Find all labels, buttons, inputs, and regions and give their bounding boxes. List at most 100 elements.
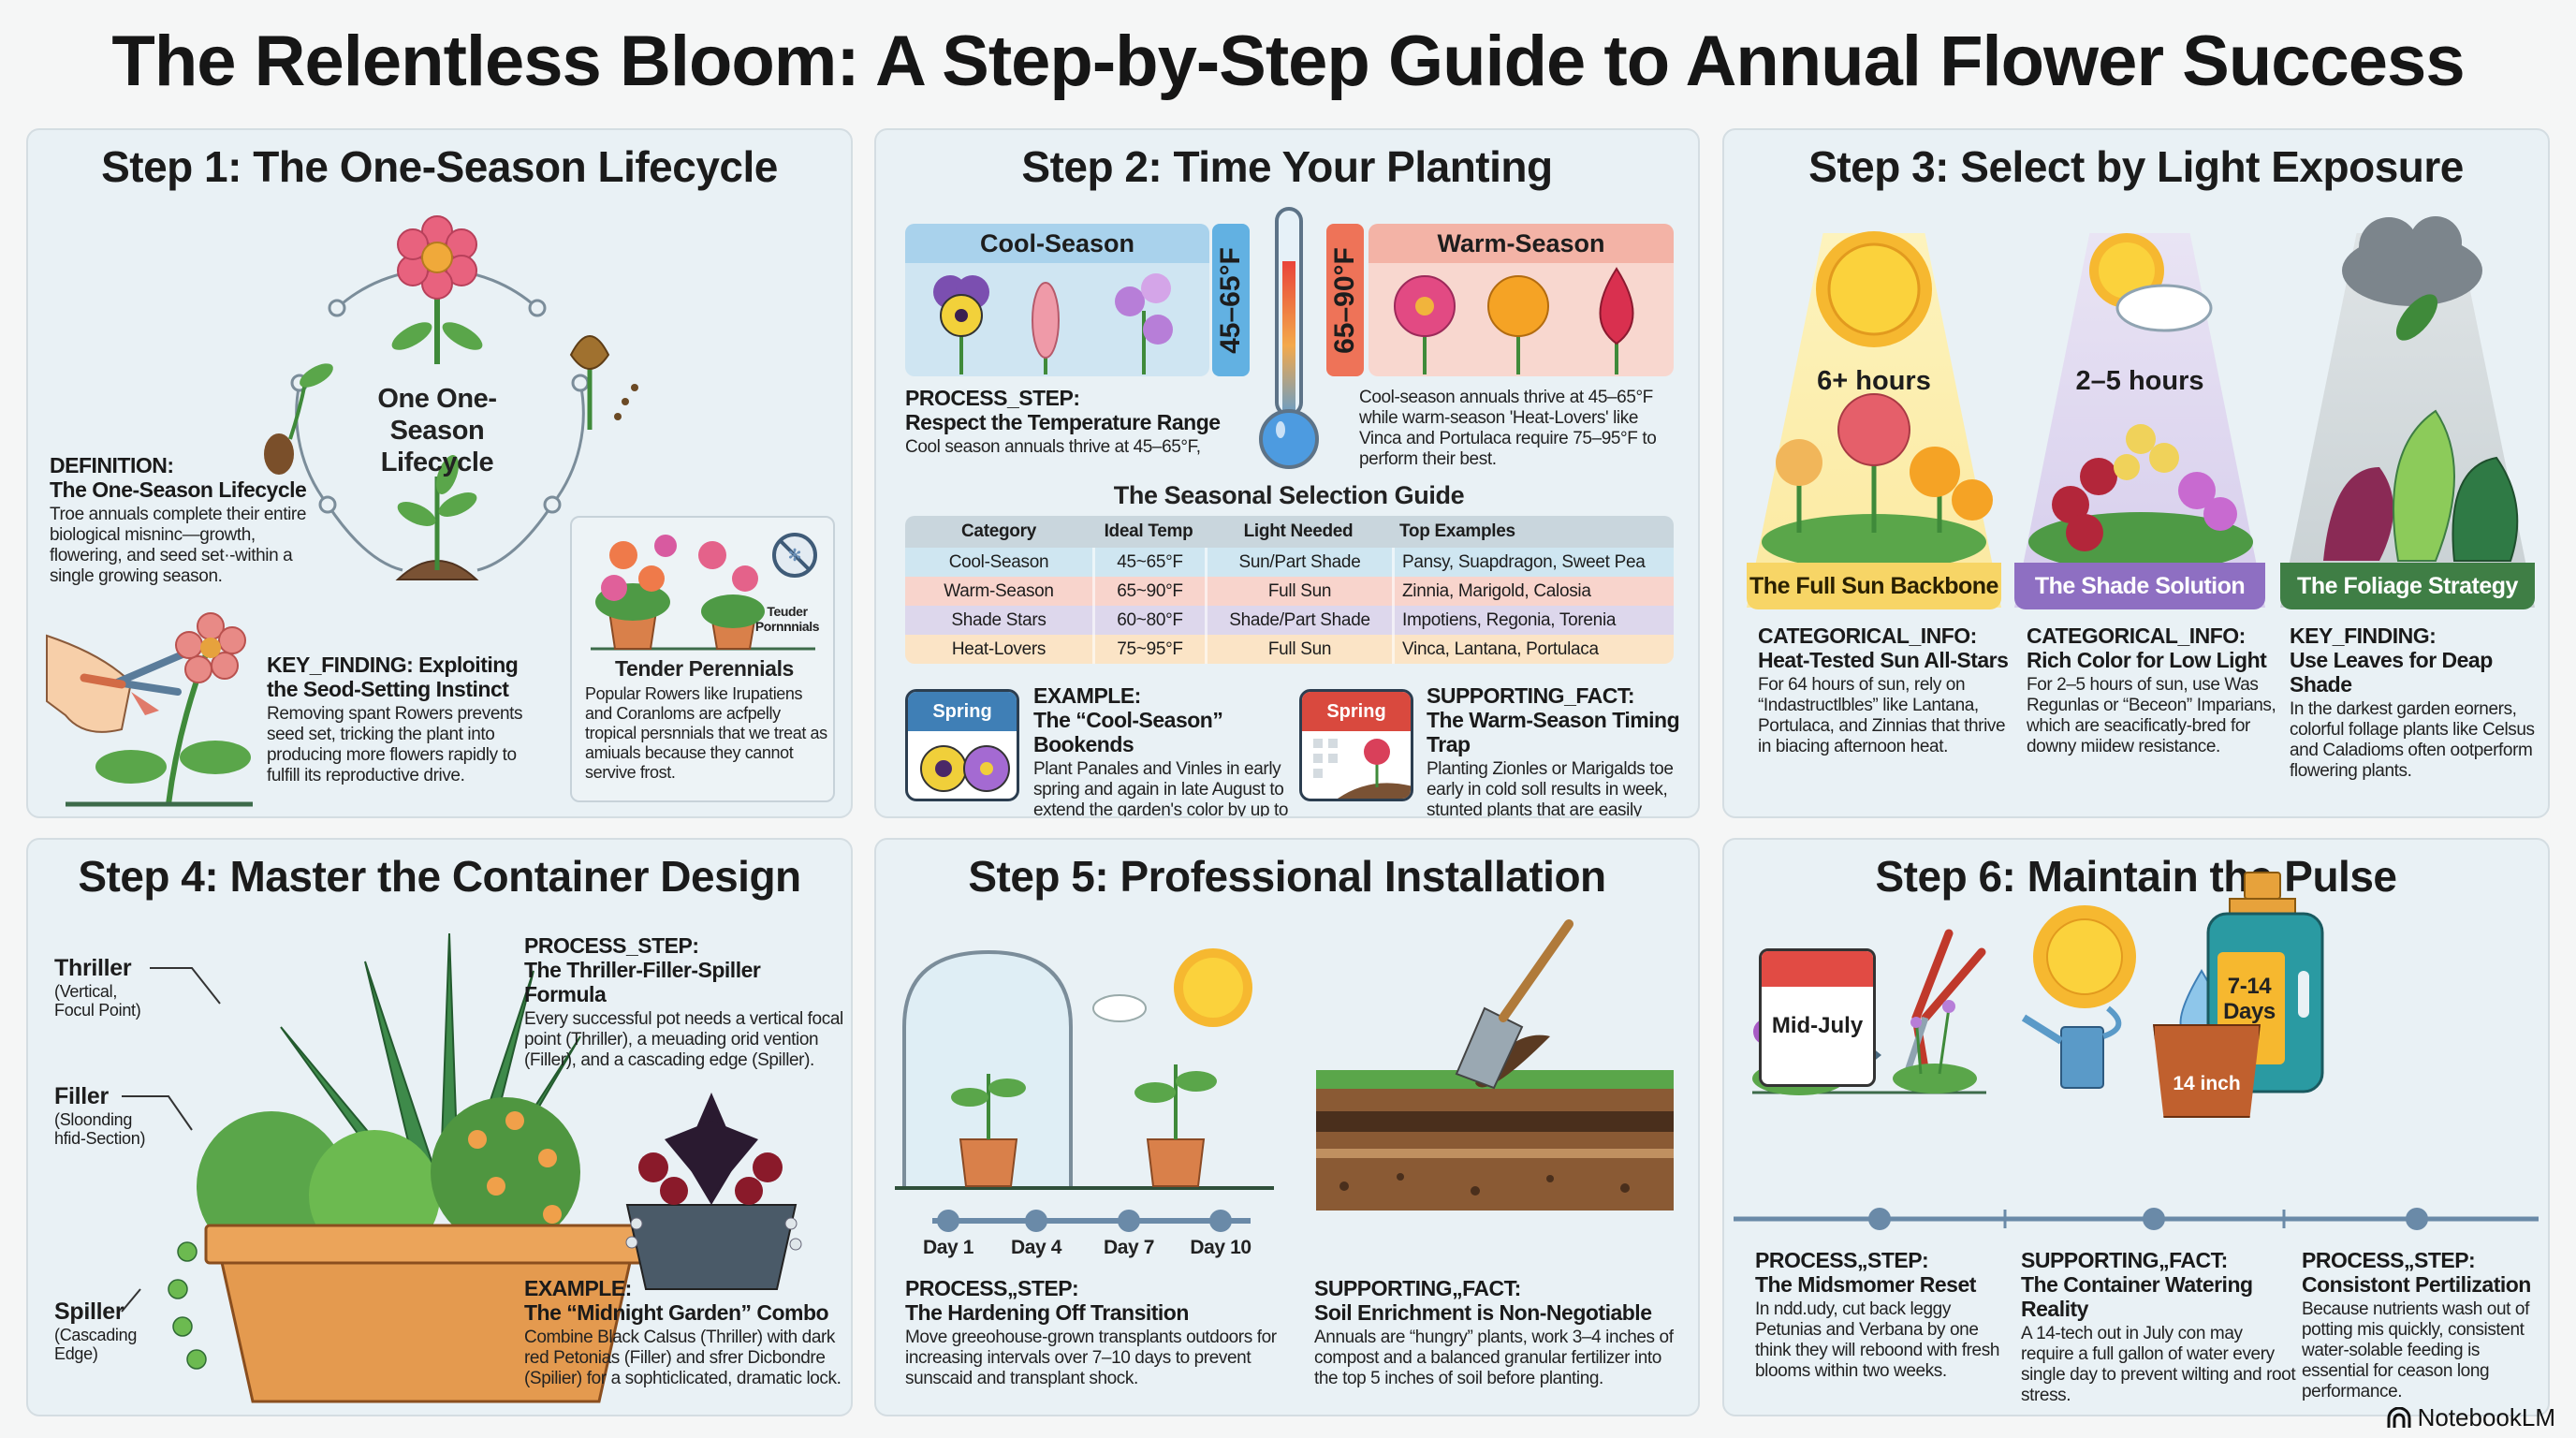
timeline [1734,1208,2539,1230]
shovel-icon [1455,919,1573,1090]
seasonal-selection-table: Category Ideal Temp Light Needed Top Exa… [905,516,1674,664]
label-name: Filler [54,1083,109,1109]
item-body: In ndd.udy, cut back leggy Petunias and … [1755,1299,1999,1381]
cell: Shade Stars [951,609,1046,630]
cell: 75~95°F [1092,635,1205,664]
item-tag: PROCESS„STEP: [2302,1248,2476,1272]
cell: Vinca, Lantana, Portulaca [1392,635,1674,664]
example-body: Combine Black Calsus (Thriller) with dar… [524,1328,842,1388]
shade-info: CATEGORICAL_INFO: Rich Color for Low Lig… [2027,624,2279,757]
calendar-badge: Spring [1302,692,1411,731]
info-body: For 64 hours of sun, rely on “Indastruct… [1758,675,2006,756]
shade-light-cone [2280,233,2535,608]
cool-season-card: Cool-Season [905,224,1209,376]
notebooklm-brand: NotebookLM [2386,1403,2555,1432]
process-tag: PROCESS„STEP: [905,1276,1079,1300]
shade-banner: The Shade Solution [2014,563,2265,609]
process-tag: PROCESS_STEP: [524,933,699,958]
process-body: Every successful pot needs a vertical fo… [524,1009,843,1070]
seedhead-icon [569,335,638,430]
calendar-badge: Spring [908,692,1017,731]
cloud-icon [1092,994,1147,1022]
example-heading: The “Cool-Season” Bookends [1033,708,1223,756]
step1-panel: Step 1: The One-Season Lifecycle One One… [26,128,853,818]
full-sun-hours: 6+ hours [1817,366,1931,396]
info-tag: CATEGORICAL_INFO: [1758,624,1977,648]
supporting-body: Annuals are “hungry” plants, work 3–4 in… [1314,1328,1674,1388]
cell: Full Sun [1205,577,1392,606]
tender-title: Tender Perennials [615,656,794,681]
step1-title: Step 1: The One-Season Lifecycle [101,142,778,191]
step4-panel: Step 4: Master the Container Design Thri… [26,838,853,1416]
spring-calendar-icon: Spring [1299,689,1413,801]
example-body: Plant Panales and Vinles in early spring… [1033,759,1289,818]
key-finding-body: Removing spant Rowers prevents seed set,… [267,704,523,785]
cell: Sun/Part Shade [1205,548,1392,577]
example-block: EXAMPLE: The “Cool-Season” Bookends Plan… [1033,683,1295,818]
step5-panel: Step 5: Professional Installation Day 1 … [874,838,1700,1416]
header-ideal-temp: Ideal Temp [1092,516,1205,548]
soil-block: SUPPORTING„FACT: Soil Enrichment is Non-… [1314,1276,1689,1389]
supporting-block: SUPPORTING_FACT: The Warm-Season Timing … [1427,683,1693,818]
info-tag: KEY_FINDING: [2290,624,2437,648]
watering-block: SUPPORTING„FACT: The Container Watering … [2021,1248,2297,1406]
hardening-block: PROCESS„STEP: The Hardening Off Transiti… [905,1276,1289,1389]
supporting-tag: SUPPORTING„FACT: [1314,1276,1521,1300]
item-body: A 14-tech out in July con may require a … [2021,1324,2296,1405]
warm-flowers-icon [1394,267,1634,374]
filler-plants-icon [197,1097,580,1261]
example-heading: The “Midnight Garden” Combo [524,1300,829,1325]
fertilization-block: PROCESS„STEP: Consistont Pertilization B… [2302,1248,2547,1402]
outdoor-seedling-icon [1134,1064,1217,1187]
zinnia-seedling-icon [1313,739,1411,799]
partial-sun-hours: 2–5 hours [2075,366,2204,396]
item-heading: The Container Watering Reality [2021,1272,2253,1321]
warm-range-strip: 65–90°F [1326,224,1364,376]
step5-title: Step 5: Professional Installation [968,852,1606,901]
tender-badge: Teuder Pornnnials [754,604,820,634]
key-finding-heading: KEY_FINDING: Exploiting the Seod-Setting… [267,653,519,701]
warm-season-label: Warm-Season [1368,224,1674,263]
lifecycle-label: One One-Season Lifecycle [377,384,497,477]
deadheaded-flower-icon [66,612,253,807]
supporting-tag: SUPPORTING_FACT: [1427,683,1635,708]
cell: Shade/Part Shade [1205,606,1392,635]
midnight-garden-planter-icon [625,1093,802,1290]
cell: Heat-Lovers [951,638,1046,659]
cell: Cool-Season [948,551,1049,572]
guide-title: The Seasonal Selection Guide [1113,481,1465,509]
definition-heading: The One-Season Lifecycle [50,477,307,502]
pot-label: 14 inch [2153,1024,2261,1118]
cell: 45~65°F [1092,548,1205,577]
spiller-label: Spiller(Cascading Edge) [54,1298,157,1363]
thermometer-icon [1259,207,1319,469]
process-heading: Respect the Temperature Range [905,410,1221,434]
full-sun-banner: The Full Sun Backbone [1747,563,2001,609]
definition-tag: DEFINITION: [50,453,174,477]
temperature-side-text: Cool-season annuals thrive at 45–65°F wh… [1359,388,1657,469]
full-sun-info: CATEGORICAL_INFO: Heat-Tested Sun All-St… [1758,624,2011,757]
cool-range-strip: 45–65°F [1212,224,1250,376]
info-heading: Heat-Tested Sun All-Stars [1758,648,2009,672]
label-name: Spiller [54,1299,124,1325]
flower-icon [391,215,483,364]
table-header-row: Category Ideal Temp Light Needed Top Exa… [905,516,1674,548]
example-tag: EXAMPLE: [524,1276,632,1300]
pruner-icon [1903,929,1986,1078]
thriller-label: Thriller(Vertical, Focul Point) [54,954,157,1020]
tender-perennials-card: ✻ Teuder Pornnnials Tender Perennials Po… [570,516,835,802]
supporting-body: Planting Zionles or Marigalds toe early … [1427,759,1674,818]
label-desc: (Sloonding hfid-Section) [54,1110,146,1148]
sun-icon [1174,948,1252,1027]
day-label: Day 4 [1010,1237,1062,1258]
definition-block: DEFINITION: The One-Season Lifecycle Tro… [50,453,330,587]
filler-label: Filler(Sloonding hfid-Section) [54,1082,157,1148]
info-tag: CATEGORICAL_INFO: [2027,624,2246,648]
process-heading: The Hardening Off Transition [905,1300,1189,1325]
step2-title: Step 2: Time Your Planting [1021,142,1553,191]
partial-light-cone [2014,233,2265,608]
label-desc: (Cascading Edge) [54,1326,138,1363]
cell: Zinnia, Marigold, Calosia [1392,577,1674,606]
